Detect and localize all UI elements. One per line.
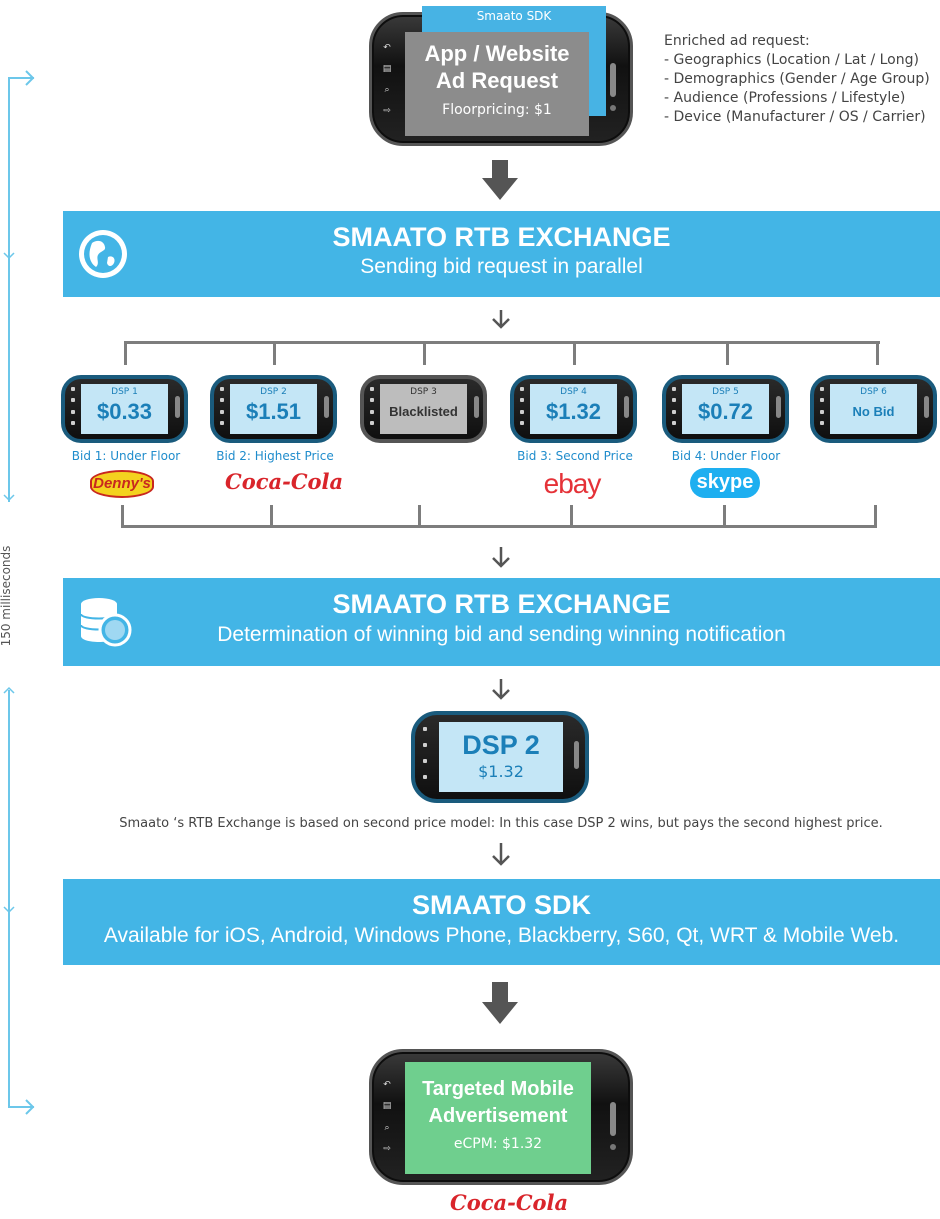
timeline-arrow-bottom-icon <box>25 1099 35 1115</box>
ecpm-label: eCPM: $1.32 <box>453 1136 543 1152</box>
timeline-label: 150 milliseconds <box>0 545 13 647</box>
sdk-bar: SMAATO SDK Available for iOS, Android, W… <box>63 879 940 965</box>
timeline-tick-icon <box>3 906 15 914</box>
exchange1-title: SMAATO RTB EXCHANGE <box>332 222 671 252</box>
dsp-value: No Bid <box>852 404 895 419</box>
coins-database-icon <box>80 598 132 647</box>
winner-phone: DSP 2 $1.32 <box>411 711 589 803</box>
rtb-exchange-bar: SMAATO RTB EXCHANGE Determination of win… <box>63 578 940 666</box>
coca-cola-logo: Coca-Cola <box>450 1190 569 1215</box>
ebay-logo: ebay <box>543 468 602 499</box>
dsp-value: $0.33 <box>96 399 153 424</box>
second-price-note: Smaato ‘s RTB Exchange is based on secon… <box>119 816 883 831</box>
dsp-phone: DSP 2 $1.51 <box>210 375 337 443</box>
chevron-down-icon <box>492 547 510 568</box>
exchange1-subtitle: Sending bid request in parallel <box>360 255 643 278</box>
down-arrow-icon <box>482 982 518 1024</box>
sdk-title: SMAATO SDK <box>411 890 591 920</box>
timeline-tick-icon <box>3 252 15 260</box>
enriched-request-list: Enriched ad request: - Geographics (Loca… <box>664 32 930 127</box>
ad-phone: ↶ ▤ ⌕ ⇨ Targeted Mobile Advertisement eC… <box>369 1049 633 1185</box>
bid-label: Bid 2: Highest Price <box>216 449 334 463</box>
enriched-title: Enriched ad request: <box>664 33 810 49</box>
sdk-subtitle: Available for iOS, Android, Windows Phon… <box>103 924 900 947</box>
dsp-value: $1.51 <box>245 399 302 424</box>
enriched-item: - Geographics (Location / Lat / Long) <box>664 52 919 68</box>
dsp-name: DSP 3 <box>410 387 437 397</box>
dsp-name: DSP 1 <box>111 387 138 397</box>
bid-label: Bid 4: Under Floor <box>671 449 781 463</box>
timeline-tick-icon <box>3 686 15 694</box>
phone-side-icons: ↶ ▤ ⌕ ⇨ <box>380 1074 394 1160</box>
down-arrow-icon <box>482 160 518 200</box>
bid-label: Bid 3: Second Price <box>517 449 633 463</box>
dsp-name: DSP 6 <box>860 387 887 397</box>
chevron-down-icon <box>492 310 510 329</box>
dsp-phone: DSP 6 No Bid <box>810 375 937 443</box>
enriched-item: - Audience (Professions / Lifestyle) <box>664 90 906 106</box>
request-phone: ↶ ▤ ⌕ ⇨ Smaato SDK App / Website Ad Requ… <box>369 6 633 146</box>
winner-price: $1.32 <box>478 762 524 781</box>
skype-logo: skype <box>690 468 760 498</box>
dsp-name: DSP 4 <box>560 387 587 397</box>
dsp-phone: DSP 3 Blacklisted <box>360 375 487 443</box>
request-line2: Ad Request <box>435 68 559 93</box>
home-icon: ⇨ <box>383 1144 391 1155</box>
dsp-phone: DSP 5 $0.72 <box>662 375 789 443</box>
enriched-item: - Demographics (Gender / Age Group) <box>664 71 930 87</box>
request-line1: App / Website <box>424 41 570 66</box>
ad-screen: Targeted Mobile Advertisement eCPM: $1.3… <box>405 1062 591 1174</box>
back-icon: ↶ <box>383 42 391 53</box>
exchange2-subtitle: Determination of winning bid and sending… <box>217 623 786 646</box>
floorprice-label: Floorpricing: $1 <box>442 102 552 118</box>
search-icon: ⌕ <box>384 1122 390 1133</box>
dsp-phone: DSP 4 $1.32 <box>510 375 637 443</box>
globe-icon <box>79 230 127 278</box>
chevron-down-icon <box>492 679 510 700</box>
bid-label: Bid 1: Under Floor <box>71 449 181 463</box>
timeline-tick-icon <box>3 494 15 502</box>
dsp-phone: DSP 1 $0.33 <box>61 375 188 443</box>
ad-line2: Advertisement <box>428 1105 568 1127</box>
menu-icon: ▤ <box>382 63 392 74</box>
coca-cola-logo: Coca-Cola <box>225 469 344 494</box>
home-icon: ⇨ <box>383 105 391 116</box>
winner-name: DSP 2 <box>462 730 540 760</box>
phone-side-icons: ↶ ▤ ⌕ ⇨ <box>380 37 394 121</box>
enriched-item: - Device (Manufacturer / OS / Carrier) <box>664 109 926 125</box>
ad-line1: Targeted Mobile <box>422 1078 574 1100</box>
dsp-value: $1.32 <box>545 399 602 424</box>
exchange2-title: SMAATO RTB EXCHANGE <box>332 589 671 619</box>
timeline-arrow-top-icon <box>25 70 35 86</box>
back-icon: ↶ <box>383 1079 391 1090</box>
menu-icon: ▤ <box>382 1101 392 1112</box>
dsp-name: DSP 5 <box>712 387 739 397</box>
dennys-logo: Denny's <box>90 470 154 498</box>
search-icon: ⌕ <box>384 84 390 95</box>
request-screen: App / Website Ad Request Floorpricing: $… <box>405 32 589 136</box>
dsp-value: $0.72 <box>697 399 754 424</box>
dsp-name: DSP 2 <box>260 387 287 397</box>
chevron-down-icon <box>492 843 510 866</box>
sdk-tab-label: Smaato SDK <box>476 9 552 23</box>
rtb-exchange-bar: SMAATO RTB EXCHANGE Sending bid request … <box>63 211 940 297</box>
dsp-value: Blacklisted <box>389 404 458 419</box>
